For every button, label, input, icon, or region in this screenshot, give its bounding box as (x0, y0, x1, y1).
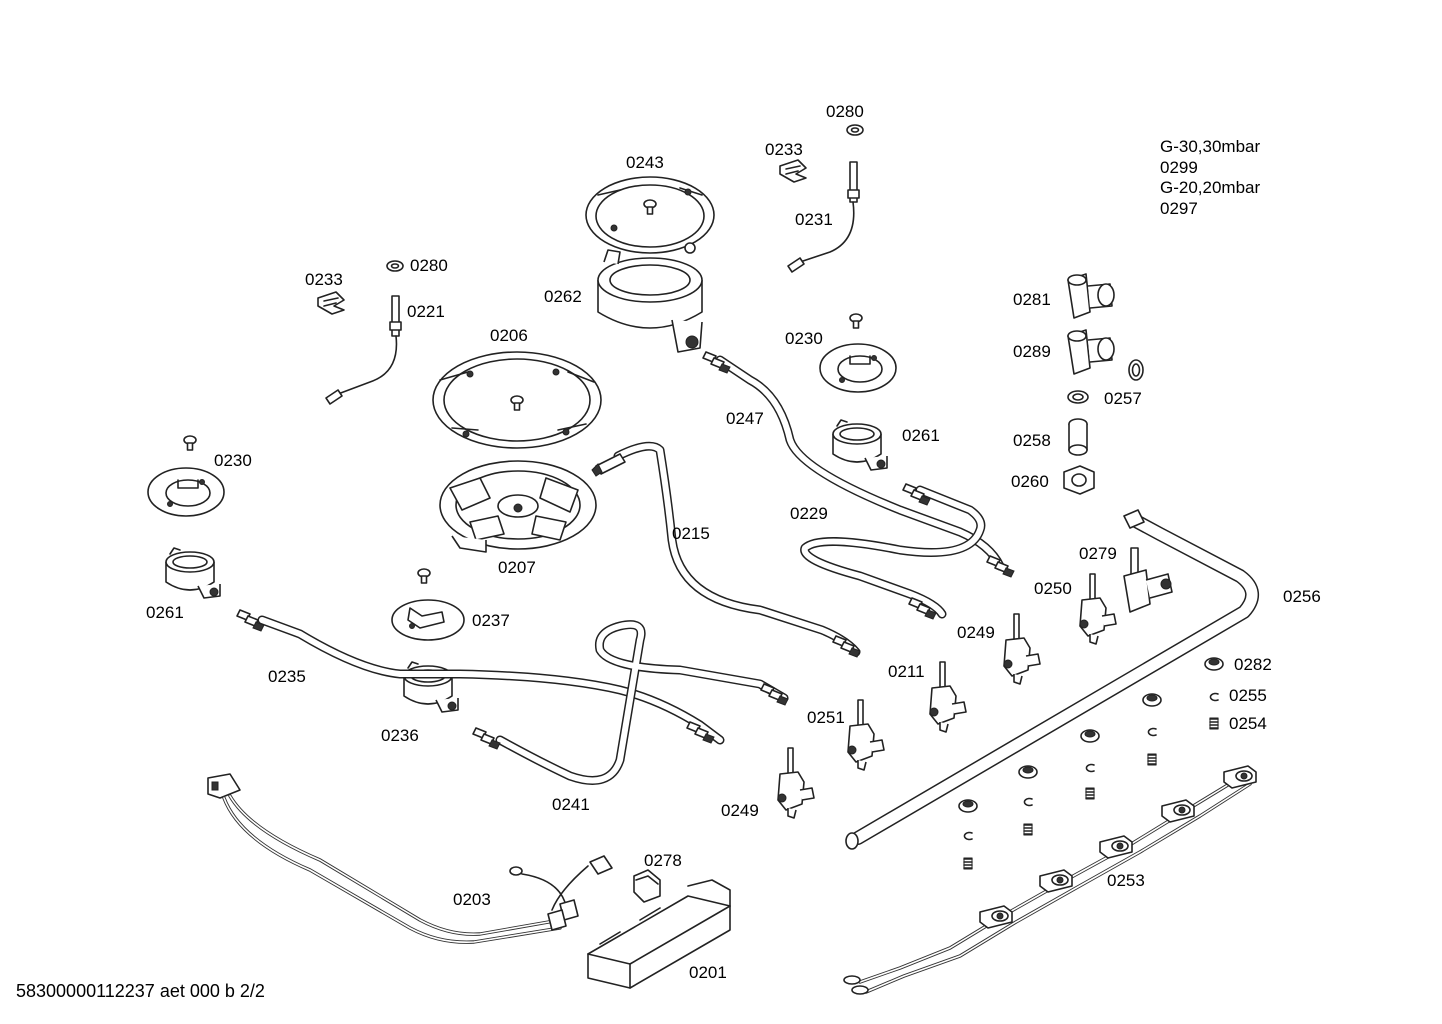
wiring-harness-0203 (207, 773, 613, 944)
thermocouple-0221 (325, 295, 402, 405)
burner-base-0262 (597, 242, 703, 353)
seal-ring-0257 (1128, 359, 1144, 381)
part-label-0250: 0250 (1034, 579, 1072, 598)
ring-plate-0230-left (147, 467, 225, 517)
part-label-0201: 0201 (689, 963, 727, 982)
screw-0230-right (849, 313, 863, 329)
part-label-0253: 0253 (1107, 871, 1145, 890)
part-label-0206: 0206 (490, 326, 528, 345)
part-label-0207: 0207 (498, 558, 536, 577)
burner-base-0261-left (165, 547, 221, 599)
part-label-0261-right: 0261 (902, 426, 940, 445)
gas-valve-0279 (1123, 547, 1173, 613)
gas-tap-0249-upper (1003, 613, 1041, 685)
washer-0280-top (846, 124, 864, 136)
part-label-0255: 0255 (1229, 686, 1267, 705)
gas-pipes (257, 355, 1005, 785)
clip-0233-top (779, 159, 807, 183)
part-label-0257: 0257 (1104, 389, 1142, 408)
part-label-0254: 0254 (1229, 714, 1267, 733)
elbow-connector-0289 (1067, 329, 1115, 375)
part-label-0241: 0241 (552, 795, 590, 814)
part-label-0281: 0281 (1013, 290, 1051, 309)
clip-0278 (633, 869, 661, 903)
part-label-0279: 0279 (1079, 544, 1117, 563)
part-label-0262: 0262 (544, 287, 582, 306)
part-label-0282: 0282 (1234, 655, 1272, 674)
burner-cap-ring-0206 (432, 351, 602, 449)
ring-plate-0230-right (819, 343, 897, 393)
burner-cap-ring-0243 (585, 176, 715, 254)
washer-0280-left (386, 260, 404, 272)
clip-0233-left (317, 291, 345, 315)
part-label-0221: 0221 (407, 302, 445, 321)
part-label-0251: 0251 (807, 708, 845, 727)
burner-base-0207 (439, 460, 597, 553)
gas-type-note: G-30,30mbar 0299 G-20,20mbar 0297 (1160, 137, 1260, 219)
part-label-0261-left: 0261 (146, 603, 184, 622)
thermocouple-0231 (787, 161, 860, 273)
part-label-0233-left: 0233 (305, 270, 343, 289)
screw-0237 (417, 568, 431, 584)
part-label-0280-top: 0280 (826, 102, 864, 121)
part-label-0249-upper: 0249 (957, 623, 995, 642)
burner-base-0261-right (832, 419, 888, 471)
gas-tap-0211 (929, 661, 967, 733)
part-label-0231: 0231 (795, 210, 833, 229)
part-label-0258: 0258 (1013, 431, 1051, 450)
part-label-0229: 0229 (790, 504, 828, 523)
gas-note-line-4: 0297 (1160, 198, 1198, 218)
adapter-0258 (1068, 418, 1088, 456)
gas-note-line-3: G-20,20mbar (1160, 178, 1261, 197)
part-label-0211: 0211 (888, 662, 925, 681)
gas-tap-0249-lower (777, 747, 815, 819)
document-footer-code: 58300000112237 aet 000 b 2/2 (16, 981, 265, 1001)
washer-0257-flat (1067, 390, 1089, 404)
part-label-0230-left: 0230 (214, 451, 252, 470)
screw-0230-left (183, 435, 197, 451)
ignition-harness-0253 (843, 765, 1257, 995)
part-label-0278: 0278 (644, 851, 682, 870)
gas-note-line-1: G-30,30mbar (1160, 137, 1261, 156)
part-label-0256: 0256 (1283, 587, 1321, 606)
gas-note-line-2: 0299 (1160, 157, 1198, 177)
gas-tap-0250 (1079, 573, 1117, 645)
manifold-pipe-0256 (845, 509, 1259, 850)
part-label-0203: 0203 (453, 890, 491, 909)
part-label-0230-right: 0230 (785, 329, 823, 348)
part-label-0260: 0260 (1011, 472, 1049, 491)
nut-0260 (1063, 465, 1095, 495)
part-label-0243: 0243 (626, 153, 664, 172)
gas-tap-0251 (847, 699, 885, 771)
ignition-module-0201 (587, 879, 731, 989)
part-label-0235: 0235 (268, 667, 306, 686)
part-label-0215: 0215 (672, 524, 710, 543)
elbow-connector-0281 (1067, 273, 1115, 319)
part-label-0237: 0237 (472, 611, 510, 630)
part-label-0249-lower: 0249 (721, 801, 759, 820)
part-label-0247: 0247 (726, 409, 764, 428)
ring-plate-0237 (391, 599, 465, 641)
part-label-0236: 0236 (381, 726, 419, 745)
part-label-0289: 0289 (1013, 342, 1051, 361)
part-label-0280-left: 0280 (410, 256, 448, 275)
fitting-0215-start (591, 453, 626, 477)
part-label-0233-top: 0233 (765, 140, 803, 159)
